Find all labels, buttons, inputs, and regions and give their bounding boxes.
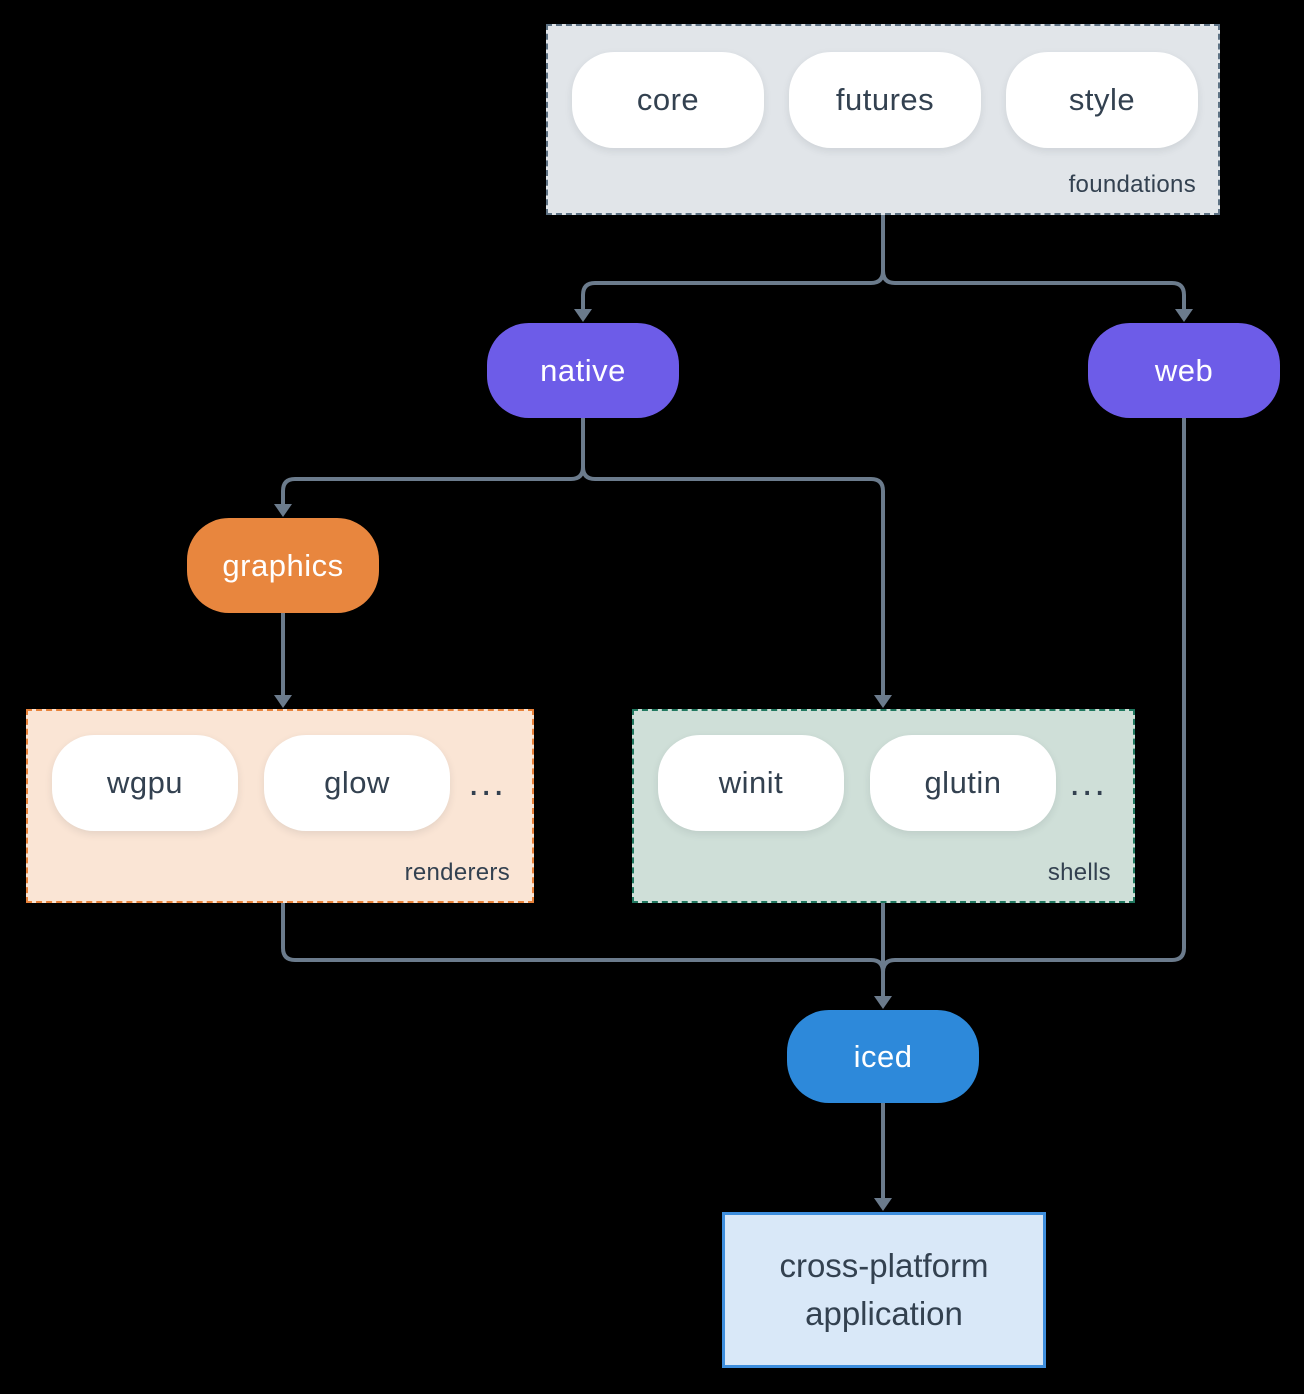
node-glow-label: glow — [324, 765, 390, 800]
group-foundations: core futures style foundations — [546, 24, 1220, 215]
node-iced: iced — [787, 1010, 979, 1103]
shells-ellipsis: ... — [1069, 761, 1107, 804]
node-iced-label: iced — [853, 1038, 913, 1074]
arrowhead-renderers — [274, 695, 292, 708]
connector-native-to-shells — [581, 418, 885, 695]
node-cross-platform-application-label: cross-platform application — [779, 1247, 989, 1332]
node-wgpu: wgpu — [52, 735, 238, 831]
node-winit: winit — [658, 735, 844, 831]
connector-native-to-graphics — [281, 418, 585, 504]
arrowhead-shells — [874, 695, 892, 708]
arrowhead-web — [1175, 309, 1193, 322]
node-glutin-label: glutin — [924, 765, 1002, 800]
node-web: web — [1088, 323, 1280, 418]
arrowhead-iced — [874, 996, 892, 1009]
renderers-ellipsis: ... — [468, 761, 506, 804]
node-style: style — [1006, 52, 1198, 148]
node-native-label: native — [540, 352, 626, 388]
node-cross-platform-application: cross-platform application — [722, 1212, 1046, 1368]
group-shells-label: shells — [1047, 859, 1111, 886]
connector-renderers-to-iced — [281, 903, 885, 996]
node-style-label: style — [1068, 82, 1136, 117]
node-winit-label: winit — [718, 765, 784, 800]
node-graphics-label: graphics — [222, 547, 344, 583]
connector-foundations-to-web — [881, 215, 1186, 309]
node-web-label: web — [1154, 352, 1214, 388]
node-native: native — [487, 323, 679, 418]
connector-web-to-iced — [881, 418, 1186, 996]
node-futures-label: futures — [835, 82, 935, 117]
group-foundations-label: foundations — [1068, 171, 1196, 198]
group-shells: winit glutin ... shells — [632, 709, 1135, 903]
node-glow: glow — [264, 735, 450, 831]
node-core: core — [572, 52, 764, 148]
arrowhead-application — [874, 1198, 892, 1211]
node-glutin: glutin — [870, 735, 1056, 831]
node-graphics: graphics — [187, 518, 379, 613]
node-wgpu-label: wgpu — [106, 765, 184, 800]
connector-foundations-to-native — [581, 215, 885, 309]
group-renderers-label: renderers — [404, 859, 510, 886]
arrowhead-graphics — [274, 504, 292, 517]
node-futures: futures — [789, 52, 981, 148]
node-core-label: core — [636, 82, 700, 117]
arrowhead-native — [574, 309, 592, 322]
group-renderers: wgpu glow ... renderers — [26, 709, 534, 903]
